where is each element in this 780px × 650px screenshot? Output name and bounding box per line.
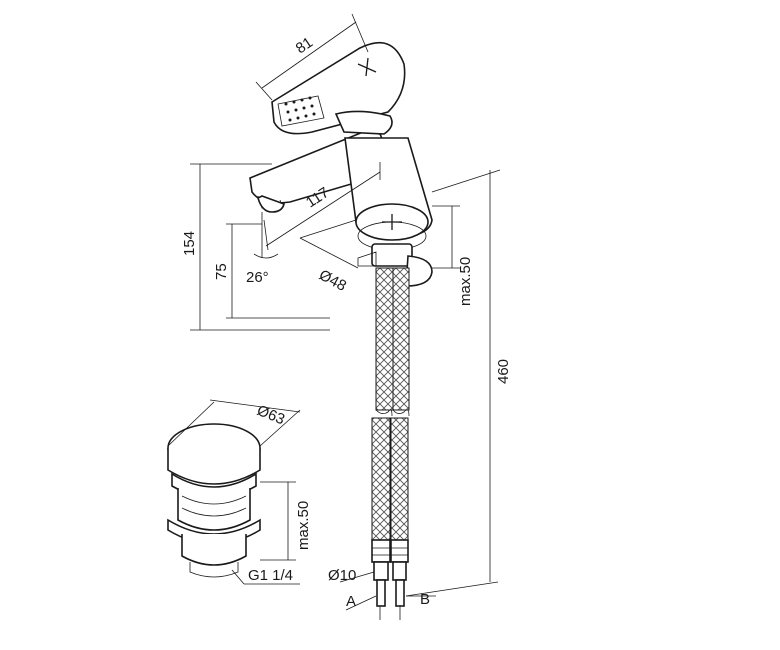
dim-spout-height: 75	[213, 263, 230, 280]
lever-texture	[284, 96, 316, 122]
dimension-lines	[167, 13, 501, 620]
dim-hose-length: 460	[495, 359, 512, 384]
faucet-body	[249, 41, 433, 287]
dim-drain-thread: G1 1/4	[248, 567, 293, 584]
dim-drain-thickness: max.50	[295, 501, 312, 550]
dim-base-diameter: Ø48	[316, 267, 349, 295]
label-hose-b: B	[420, 591, 430, 608]
dim-mount-thickness: max.50	[457, 257, 474, 306]
supply-hoses	[371, 267, 410, 607]
dim-total-height: 154	[181, 231, 198, 256]
dim-hose-diameter: Ø10	[328, 567, 356, 584]
label-hose-a: A	[346, 593, 356, 610]
pop-up-drain	[167, 423, 261, 578]
dim-angle: 26°	[246, 269, 269, 286]
dim-lever-length: 81	[293, 34, 316, 57]
dim-drain-diameter: Ø63	[255, 402, 288, 428]
